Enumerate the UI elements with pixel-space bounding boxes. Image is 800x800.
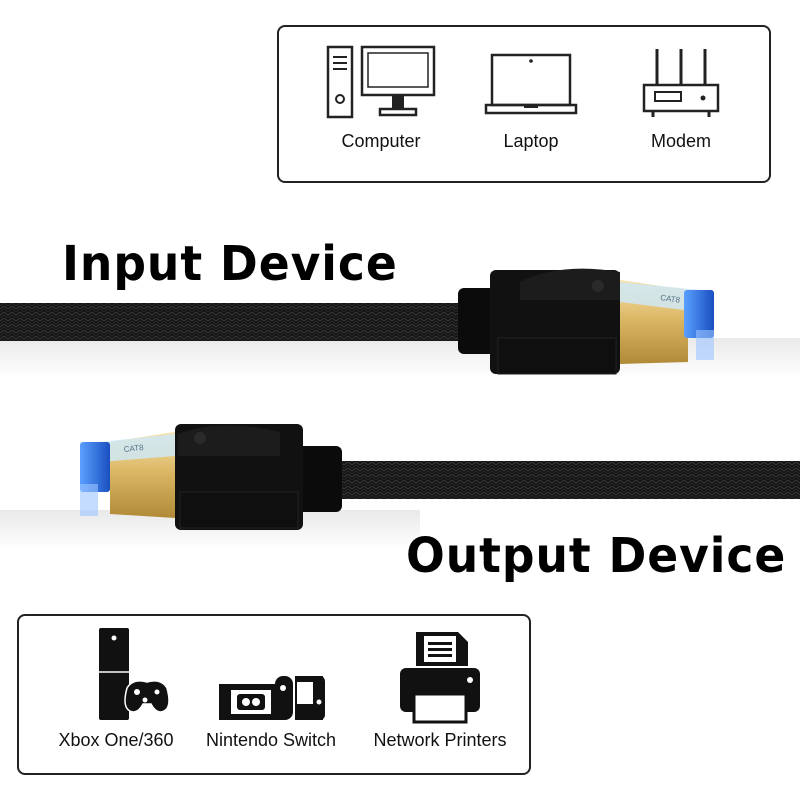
nintendo-switch-icon (219, 676, 325, 720)
computer-item: Computer (321, 45, 441, 152)
computer-label: Computer (341, 131, 421, 151)
nintendo-switch-item: Nintendo Switch (191, 626, 351, 751)
laptop-item: Laptop (471, 45, 591, 152)
game-console-icon (99, 628, 170, 720)
network-printers-label: Network Printers (373, 730, 507, 750)
blue-clip-bottom (80, 442, 110, 492)
printer-icon (400, 632, 480, 724)
braided-cable-bottom (330, 461, 800, 499)
printer-item: Network Printers (355, 626, 525, 751)
input-device-heading: Input Device (62, 236, 398, 292)
modem-label: Modem (650, 131, 712, 151)
output-cable: CAT8 (80, 424, 800, 530)
laptop-icon (484, 53, 578, 115)
output-device-panel: Xbox One/360 Nintendo Switch (17, 614, 531, 775)
input-cable: CAT8 (0, 268, 714, 375)
connector-print-bottom: CAT8 (123, 443, 144, 454)
modem-router-icon (642, 49, 720, 117)
braided-cable-top (0, 303, 470, 341)
xbox-item: Xbox One/360 (41, 626, 191, 751)
desktop-computer-icon (326, 45, 436, 119)
modem-item: Modem (621, 45, 741, 152)
nintendo-switch-label: Nintendo Switch (205, 730, 337, 750)
connector-print-top: CAT8 (660, 293, 681, 305)
output-device-heading: Output Device (406, 528, 787, 584)
laptop-label: Laptop (503, 131, 559, 151)
xbox-label: Xbox One/360 (58, 730, 174, 750)
input-device-panel: Computer Laptop Modem (277, 25, 771, 183)
blue-clip-top (684, 290, 714, 338)
